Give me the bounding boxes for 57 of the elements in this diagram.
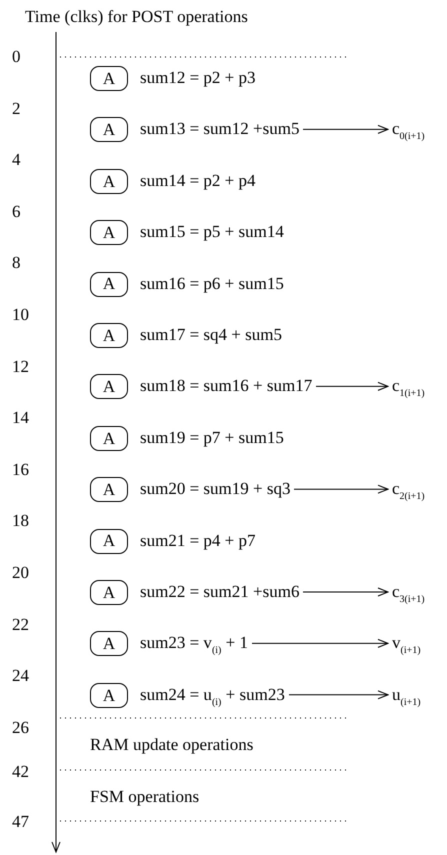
tick-label: 18 <box>12 510 29 532</box>
tick-label: 42 <box>12 761 29 783</box>
tick-label: 8 <box>12 252 20 274</box>
phase-label: RAM update operations <box>90 734 254 756</box>
equation: sum20 = sum19 + sq3 <box>140 477 290 502</box>
output-variable: c$_{3(i+1)}$ <box>392 580 425 604</box>
tick-label: 6 <box>12 200 20 223</box>
tick-label: 20 <box>12 562 29 584</box>
operation-box: A <box>90 631 128 656</box>
operation-box: A <box>90 682 128 708</box>
tick-label: 0 <box>12 46 20 68</box>
output-variable: u$_{(i+1)}$ <box>392 682 421 707</box>
equation: sum14 = p2 + p4 <box>140 168 256 193</box>
operation-box: A <box>90 168 128 194</box>
equation: sum15 = p5 + sum14 <box>140 220 284 244</box>
equation: sum23 = v$_{(i)}$ + 1 <box>140 631 248 656</box>
operation-box: A <box>90 374 128 400</box>
equation: sum17 = sq4 + sum5 <box>140 323 282 347</box>
equation: sum18 = sum16 + sum17 <box>140 374 312 398</box>
operation-box: A <box>90 66 128 91</box>
equation: sum24 = u$_{(i)}$ + sum23 <box>140 682 285 707</box>
tick-label: 16 <box>12 458 29 481</box>
operation-box: A <box>90 580 128 605</box>
output-variable: c$_{2(i+1)}$ <box>392 477 425 502</box>
arrow <box>302 588 388 596</box>
operation-box: A <box>90 426 128 451</box>
tick-label: 12 <box>12 356 29 378</box>
tick-label: 4 <box>12 149 20 172</box>
operation-box: A <box>90 477 128 502</box>
arrow <box>288 690 388 700</box>
arrow <box>316 382 388 391</box>
tick-label: 14 <box>12 407 29 430</box>
operation-box: A <box>90 528 128 554</box>
equation: sum19 = p7 + sum15 <box>140 426 284 450</box>
output-variable: c$_{1(i+1)}$ <box>392 374 425 398</box>
output-variable: v$_{(i+1)}$ <box>392 631 421 656</box>
equation: sum13 = sum12 +sum5 <box>140 117 300 142</box>
operation-box: A <box>90 272 128 297</box>
phase-label: FSM operations <box>90 786 200 808</box>
operation-box: A <box>90 117 128 142</box>
tick-label: 22 <box>12 614 29 636</box>
arrow <box>252 638 388 648</box>
tick-label: 47 <box>12 811 29 833</box>
output-variable: c$_{0(i+1)}$ <box>392 117 425 142</box>
equation: sum12 = p2 + p3 <box>140 66 256 90</box>
operation-box: A <box>90 220 128 246</box>
tick-label: 10 <box>12 304 29 326</box>
tick-label: 2 <box>12 98 20 120</box>
tick-label: 26 <box>12 716 29 739</box>
equation: sum22 = sum21 +sum6 <box>140 580 300 604</box>
arrow <box>302 124 388 134</box>
arrow <box>294 484 388 494</box>
chart-title: Time (clks) for POST operations <box>25 6 248 28</box>
tick-label: 24 <box>12 665 29 688</box>
equation: sum21 = p4 + p7 <box>140 528 256 553</box>
operation-box: A <box>90 323 128 348</box>
equation: sum16 = p6 + sum15 <box>140 272 284 296</box>
